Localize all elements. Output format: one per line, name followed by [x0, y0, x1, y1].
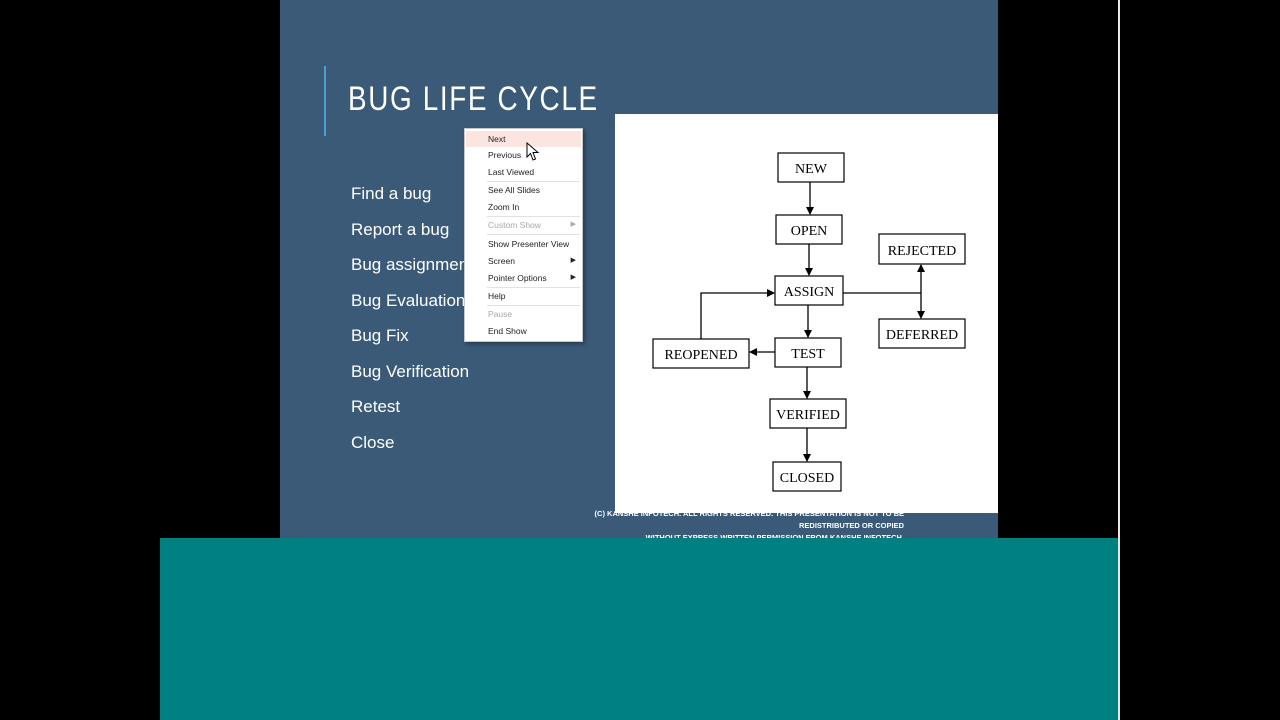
- menu-item-last-viewed[interactable]: Last Viewed: [488, 167, 535, 177]
- state-box-open: [775, 214, 843, 245]
- state-label-deferred: DEFERRED: [886, 328, 958, 343]
- bullet-item: Find a bug: [351, 184, 432, 203]
- copyright-footer: (C) KANSHE INFOTECH. ALL RIGHTS RESERVED…: [580, 508, 904, 540]
- menu-item-end-show[interactable]: End Show: [488, 326, 527, 336]
- title-accent-bar: [324, 66, 326, 136]
- menu-item-zoom-in[interactable]: Zoom In: [488, 202, 520, 212]
- submenu-arrow-icon: ▶: [570, 274, 576, 281]
- submenu-arrow-icon: ▶: [570, 221, 576, 228]
- menu-separator: [487, 181, 580, 182]
- menu-separator: [487, 287, 580, 288]
- menu-item-label: Pointer Options: [488, 273, 547, 283]
- menu-item-pointer-options[interactable]: Pointer Options ▶: [466, 270, 581, 286]
- mouse-pointer-icon: [526, 142, 540, 161]
- state-label-verified: VERIFIED: [776, 408, 840, 423]
- slideshow-context-menu[interactable]: Next Previous Last Viewed See All Slides…: [464, 128, 583, 342]
- menu-item-previous[interactable]: Previous: [488, 150, 522, 160]
- bullet-item: Report a bug: [351, 219, 450, 239]
- state-label-closed: CLOSED: [780, 471, 834, 486]
- state-label-assign: ASSIGN: [784, 285, 835, 300]
- menu-item-label: Custom Show: [488, 220, 541, 230]
- menu-item-help[interactable]: Help: [488, 291, 506, 301]
- diagram-svg: NEW OPEN ASSIGN TEST VERIFIED CLOSED REJ…: [652, 152, 966, 492]
- menu-separator: [487, 234, 580, 235]
- menu-item-custom-show: Custom Show ▶: [466, 217, 581, 233]
- menu-item-label: Screen: [488, 256, 515, 266]
- menu-item-see-all-slides[interactable]: See All Slides: [488, 185, 540, 195]
- state-label-test: TEST: [791, 347, 825, 362]
- state-label-new: NEW: [795, 162, 828, 177]
- bullet-item: Bug Evaluation: [351, 290, 466, 310]
- bug-life-cycle-diagram: NEW OPEN ASSIGN TEST VERIFIED CLOSED REJ…: [615, 114, 998, 513]
- state-label-open: OPEN: [791, 224, 828, 239]
- bullet-item: Close: [351, 432, 395, 452]
- bullet-item: Bug Fix: [351, 326, 409, 345]
- submenu-arrow-icon: ▶: [570, 257, 576, 264]
- state-box-closed: [772, 461, 842, 492]
- state-label-reopened: REOPENED: [664, 348, 737, 363]
- bullet-item: Retest: [351, 397, 401, 416]
- state-box-new: [777, 152, 845, 183]
- bullet-list: Find a bug Report a bug Bug assignment B…: [351, 180, 473, 464]
- arrow-reopened-assign: [700, 289, 775, 339]
- menu-separator: [487, 216, 580, 217]
- footer-line: (C) KANSHE INFOTECH. ALL RIGHTS RESERVED…: [594, 509, 904, 530]
- menu-item-show-presenter-view[interactable]: Show Presenter View: [488, 239, 570, 249]
- state-box-test: [774, 337, 842, 368]
- presentation-slide[interactable]: BUG LIFE CYCLE Find a bug Report a bug B…: [280, 0, 998, 540]
- state-box-reopened: [652, 338, 750, 369]
- state-label-rejected: REJECTED: [888, 244, 956, 259]
- slide-title: BUG LIFE CYCLE: [348, 80, 599, 118]
- state-box-assign: [774, 275, 844, 306]
- menu-item-pause: Pause: [488, 309, 513, 319]
- state-box-deferred: [878, 318, 966, 349]
- state-box-verified: [769, 398, 847, 429]
- bullet-item: Bug Verification: [351, 361, 470, 381]
- menu-separator: [487, 305, 580, 306]
- menu-item-next[interactable]: Next: [466, 131, 581, 147]
- menu-item-screen[interactable]: Screen ▶: [466, 253, 581, 269]
- right-edge-strip: [1118, 0, 1120, 720]
- teal-band: [160, 538, 1118, 720]
- bullet-item: Bug assignment: [351, 255, 473, 274]
- footer-line: WITHOUT EXPRESS WRITTEN PERMISSION FROM …: [645, 533, 904, 540]
